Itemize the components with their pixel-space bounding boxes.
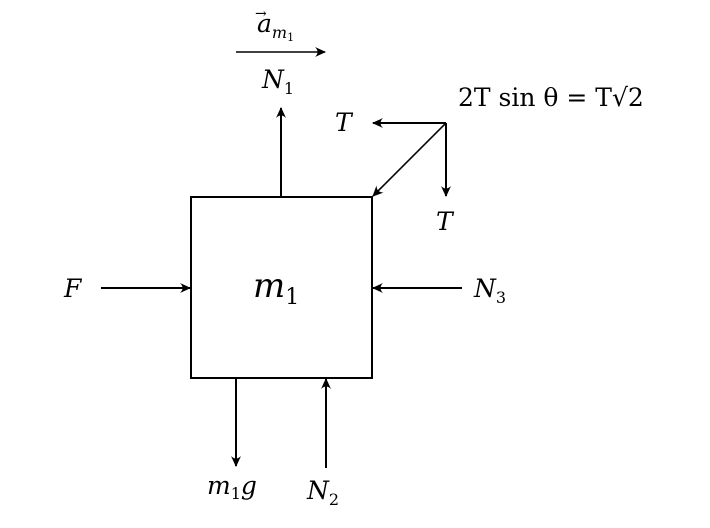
- n2-label: N2: [306, 476, 339, 509]
- applied-force-label: F: [63, 274, 83, 303]
- tension-resultant-arrow: [372, 122, 447, 197]
- vector-arrow-mark: →: [255, 6, 267, 22]
- tension-left-label: T: [335, 108, 354, 137]
- n3-label: N3: [473, 274, 506, 307]
- weight-label: m1g: [207, 471, 257, 503]
- acceleration-label: am1: [257, 9, 294, 44]
- mass-label: m1: [253, 266, 299, 310]
- tension-down-label: T: [436, 207, 455, 236]
- n1-label: N1: [261, 65, 294, 98]
- tension-equation: 2T sin θ = T√2: [458, 83, 644, 112]
